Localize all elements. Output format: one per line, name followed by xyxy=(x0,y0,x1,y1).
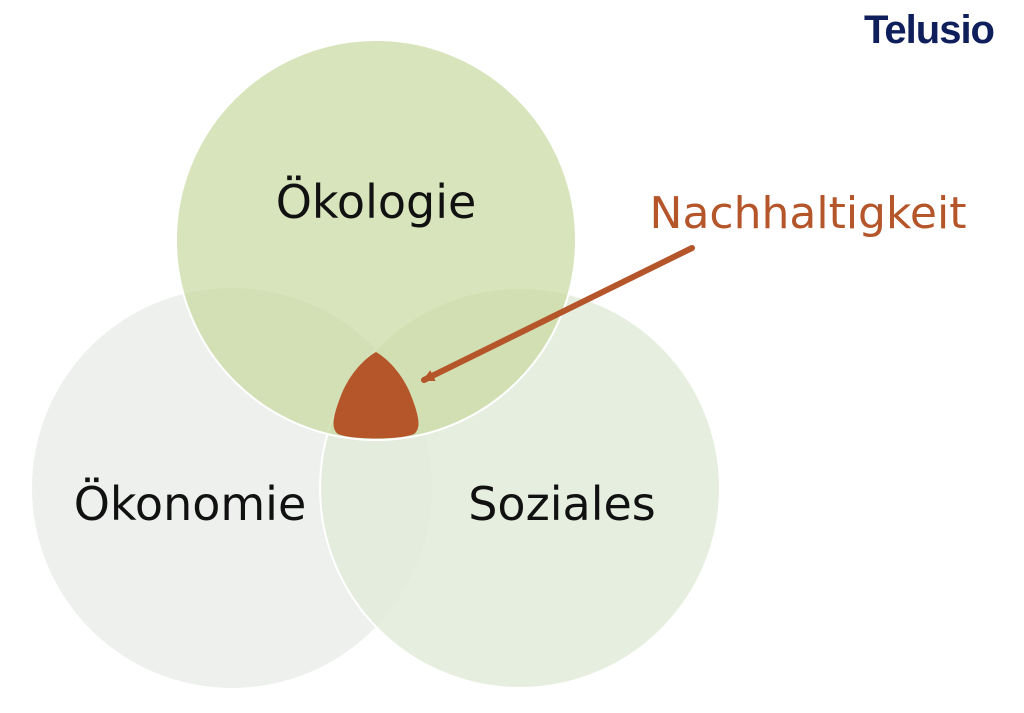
telusio-logo: Telusio xyxy=(863,8,995,52)
label-ecology: Ökologie xyxy=(276,175,477,229)
sustainability-intersection xyxy=(333,352,419,439)
label-economy: Ökonomie xyxy=(74,477,307,531)
callout-arrow xyxy=(421,245,695,383)
circle-ecology xyxy=(175,39,577,441)
label-social: Soziales xyxy=(468,477,656,531)
label-sustainability: Nachhaltigkeit xyxy=(650,188,967,239)
